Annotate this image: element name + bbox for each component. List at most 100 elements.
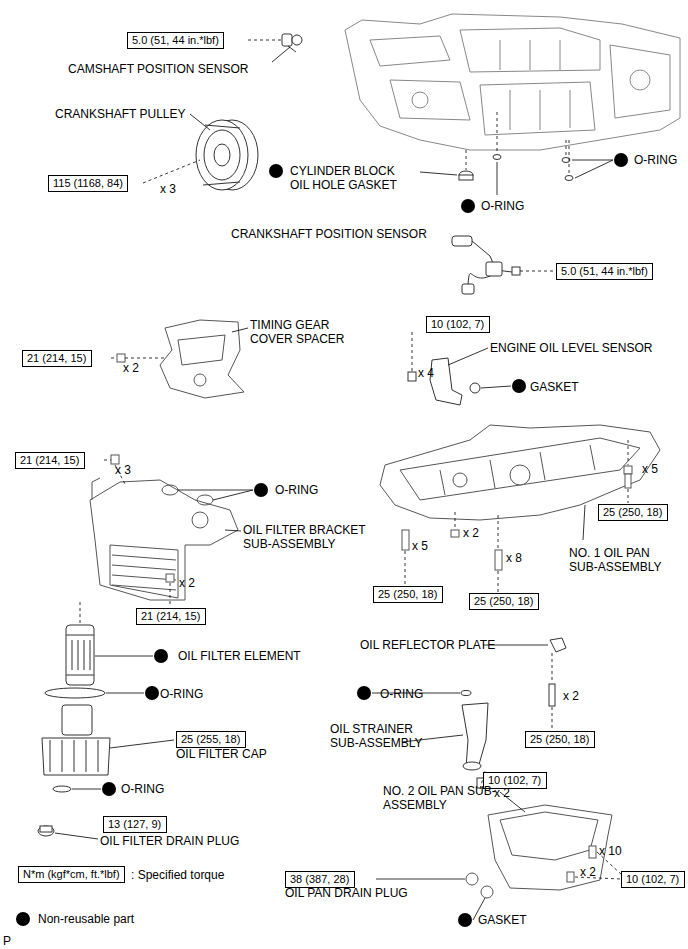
oil-filter-cap <box>40 826 52 832</box>
torque-box: 5.0 (51, 44 in.*lbf) <box>127 32 224 49</box>
dashed-fastener-lines <box>520 271 556 272</box>
crankshaft-pulley <box>205 125 240 128</box>
engine-block <box>370 36 450 66</box>
part-label: OIL FILTER DRAIN PLUG <box>100 834 239 848</box>
engine-block <box>530 40 531 70</box>
engine-oil-level-sensor <box>430 358 462 405</box>
leader-lines <box>55 47 613 920</box>
part-label: x 8 <box>506 551 522 565</box>
dashed-fastener-lines <box>498 571 499 592</box>
no1-oil-pan <box>451 530 459 537</box>
crankshaft-position-sensor <box>468 274 490 285</box>
torque-box: 25 (250, 18) <box>525 731 595 748</box>
small-gaskets <box>565 176 573 181</box>
crankshaft-position-sensor <box>452 236 520 294</box>
dashed-fastener-lines <box>248 40 281 41</box>
engine-block <box>570 90 571 128</box>
small-gaskets <box>459 175 473 180</box>
oil-filter-element <box>66 635 94 636</box>
torque-value: 21 (214, 15) <box>141 610 200 623</box>
no1-oil-pan <box>624 466 632 474</box>
legend-text: : Specified torque <box>131 868 224 882</box>
oil-filter-element <box>45 625 105 698</box>
part-label: x 5 <box>412 539 428 553</box>
oil-filter-bracket <box>111 455 119 464</box>
torque-value: N*m (kgf*cm, ft.*lbf) <box>23 868 120 881</box>
small-gaskets <box>493 155 501 160</box>
part-label: OIL STRAINER SUB-ASSEMBLY <box>330 722 430 750</box>
leader-lines <box>178 490 253 491</box>
oil-filter-element <box>66 675 94 676</box>
torque-box: 25 (250, 18) <box>373 586 443 603</box>
oil-filter-bracket <box>112 555 176 560</box>
crankshaft-position-sensor <box>452 236 472 246</box>
leader-lines <box>95 656 153 657</box>
torque-value: 25 (250, 18) <box>603 506 662 519</box>
torque-box: 115 (1168, 84) <box>48 175 128 192</box>
leader-lines <box>583 505 585 540</box>
torque-value: 38 (387, 28) <box>290 873 349 886</box>
engine-block <box>480 82 595 135</box>
non-reusable-marker <box>145 686 159 700</box>
part-label: OIL REFLECTOR PLATE <box>360 638 495 652</box>
crankshaft-position-sensor <box>462 284 474 294</box>
part-label: x 2 <box>494 786 510 800</box>
leader-lines <box>232 328 248 332</box>
engine-block <box>390 80 470 120</box>
part-label: x 3 <box>115 463 131 477</box>
non-reusable-marker <box>458 913 472 927</box>
oil-filter-element <box>45 688 105 698</box>
timing-gear-cover-spacer <box>160 320 244 398</box>
dashed-fastener-lines <box>111 358 117 359</box>
dashed-fastener-lines <box>405 551 406 585</box>
part-label: x 2 <box>123 361 139 375</box>
torque-value: 13 (127, 9) <box>108 818 161 831</box>
torque-box: 10 (102, 7) <box>621 871 685 888</box>
engine-block <box>345 14 680 150</box>
oil-reflector-and-strainer <box>461 691 471 696</box>
part-label: CRANKSHAFT PULLEY <box>55 107 185 121</box>
torque-box: 25 (250, 18) <box>469 593 539 610</box>
part-label: OIL PAN DRAIN PLUG <box>285 886 408 900</box>
non-reusable-marker <box>512 379 526 393</box>
leader-lines <box>190 114 210 130</box>
engine-block <box>560 40 561 70</box>
dashed-fastener-lines <box>104 460 111 461</box>
non-reusable-marker <box>357 686 371 700</box>
oil-filter-bracket <box>162 485 178 495</box>
torque-box: 13 (127, 9) <box>103 816 167 833</box>
oil-filter-cap <box>86 740 87 772</box>
oil-reflector-and-strainer <box>463 762 481 770</box>
no1-oil-pan <box>453 473 467 487</box>
non-reusable-marker <box>102 782 116 796</box>
no1-oil-pan <box>625 474 631 488</box>
part-label: GASKET <box>530 380 579 394</box>
torque-value: 25 (255, 18) <box>181 733 240 746</box>
no1-oil-pan <box>540 452 545 480</box>
non-reusable-marker <box>461 199 475 213</box>
engine-block <box>345 14 680 150</box>
timing-gear-cover-spacer <box>117 354 125 362</box>
non-reusable-marker <box>269 164 283 178</box>
torque-box: 21 (214, 15) <box>136 608 206 625</box>
crankshaft-pulley <box>204 130 240 180</box>
torque-value: 10 (102, 7) <box>431 318 484 331</box>
engine-block <box>500 40 501 70</box>
oil-filter-cap <box>50 740 51 772</box>
dashed-fastener-lines <box>628 489 629 503</box>
part-label: x 2 <box>563 689 579 703</box>
part-label: x 2 <box>463 526 479 540</box>
torque-value: 10 (102, 7) <box>488 774 541 787</box>
torque-box: N*m (kgf*cm, ft.*lbf) <box>18 866 125 883</box>
crankshaft-position-sensor <box>512 267 520 275</box>
oil-filter-bracket <box>112 565 176 570</box>
engine-block <box>540 90 541 130</box>
oil-reflector-and-strainer <box>462 703 488 768</box>
oil-filter-cap <box>98 740 99 772</box>
oil-filter-cap <box>62 705 92 735</box>
dashed-fastener-lines <box>80 602 81 624</box>
oil-filter-cap <box>38 826 54 836</box>
oil-filter-element <box>66 625 94 685</box>
